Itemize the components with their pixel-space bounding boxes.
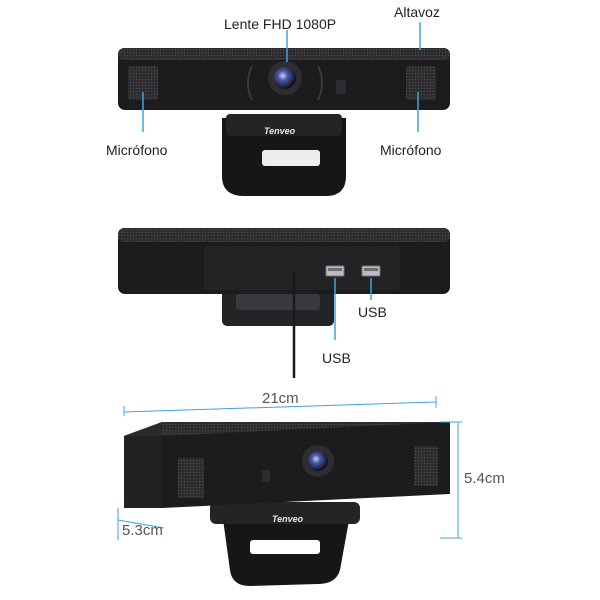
lens-icon-perspective xyxy=(308,451,328,471)
indicator-light xyxy=(336,80,346,94)
camera-perspective-view xyxy=(117,396,462,586)
dimension-lines xyxy=(117,396,462,540)
speaker-label: Altavoz xyxy=(394,4,440,20)
mic-grille-left xyxy=(128,66,158,100)
camera-front-view xyxy=(118,22,450,196)
mic-grille-right-perspective xyxy=(414,446,438,486)
mic-left-label: Micrófono xyxy=(106,142,168,158)
clip-hinge-perspective xyxy=(210,502,360,524)
lens-icon xyxy=(274,67,296,89)
height-dimension: 5.4cm xyxy=(464,470,505,487)
clip-opening xyxy=(262,150,320,166)
mic-grille-right xyxy=(406,66,436,100)
mic-right-label: Micrófono xyxy=(380,142,442,158)
brand-logo-bottom: Tenveo xyxy=(272,514,304,524)
usb-bottom-label: USB xyxy=(322,350,351,366)
top-speaker-grille-back xyxy=(118,228,450,242)
width-dimension: 21cm xyxy=(262,390,299,407)
back-panel xyxy=(204,246,400,290)
mic-grille-left-perspective xyxy=(178,458,204,498)
clip-hinge xyxy=(226,114,342,136)
camera-back-view xyxy=(118,228,450,378)
brand-logo-top: Tenveo xyxy=(264,126,296,136)
top-speaker-grille xyxy=(118,48,450,60)
lens-label: Lente FHD 1080P xyxy=(224,16,337,32)
depth-dimension: 5.3cm xyxy=(122,522,163,539)
usb-right-label: USB xyxy=(358,304,387,320)
